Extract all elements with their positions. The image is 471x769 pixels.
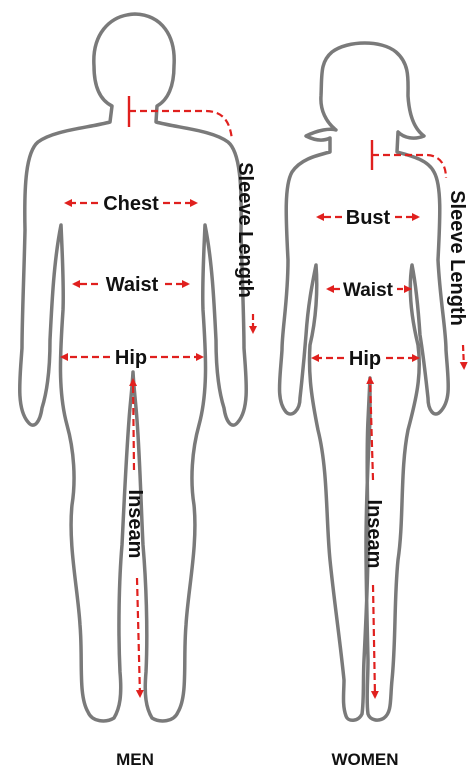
men-hip-label: Hip (115, 347, 147, 369)
women-sleeve-arrow (463, 345, 464, 368)
women-caption: WOMEN (331, 750, 398, 769)
women-hip-label: Hip (349, 348, 381, 370)
women-inseam-label: Inseam (363, 500, 385, 569)
women-figure (280, 43, 449, 720)
men-sleeve-label: Sleeve Length (234, 162, 256, 298)
women-bust-label: Bust (346, 207, 391, 229)
men-chest-label: Chest (103, 193, 159, 215)
men-waist-label: Waist (106, 274, 159, 296)
men-caption: MEN (116, 750, 154, 769)
men-inseam-arrow-down (137, 578, 140, 696)
women-sleeve-label: Sleeve Length (446, 190, 468, 326)
women-waist-label: Waist (343, 280, 394, 301)
women-body-outline (280, 43, 449, 720)
men-inseam-label: Inseam (124, 490, 146, 559)
